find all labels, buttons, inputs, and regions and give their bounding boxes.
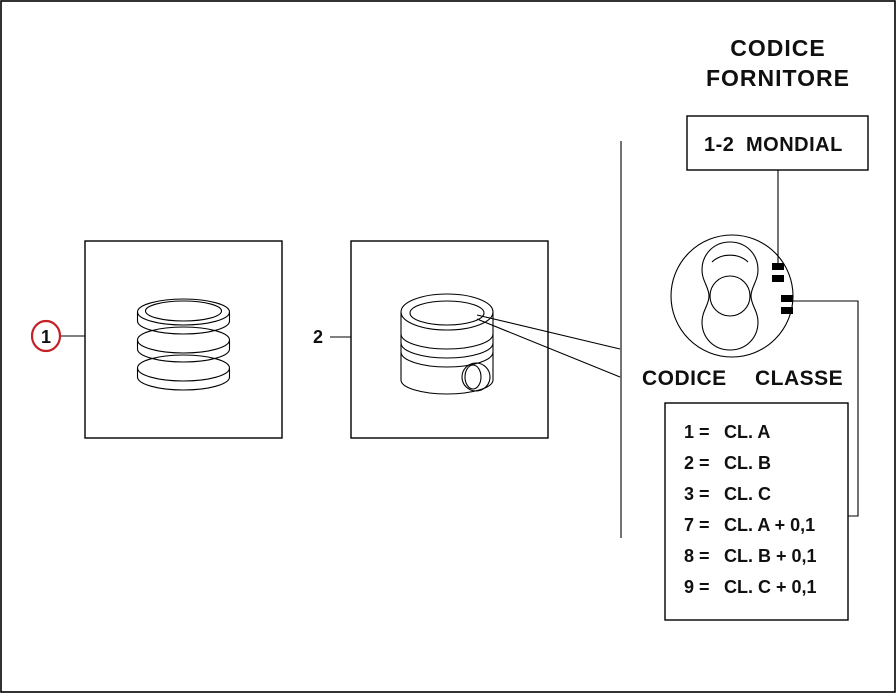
class-row-value: CL. B (724, 453, 771, 473)
piston-bottom (400, 379, 494, 395)
class-table-box (664, 402, 849, 621)
supplier-code-prefix: 1-2 (704, 134, 734, 156)
class-row-num: 9 = (684, 577, 710, 597)
class-row-value: CL. C + 0,1 (724, 577, 817, 597)
ring-3-band (136, 368, 231, 391)
leader-line-lower (476, 318, 621, 378)
callout-1: 1 (30, 319, 85, 353)
class-connector-line (793, 300, 859, 517)
supplier-mark-1 (772, 263, 784, 270)
callout-1-number: 1 (41, 327, 51, 347)
class-row-num: 7 = (684, 515, 710, 535)
ring-1-inner (144, 300, 223, 322)
supplier-code-name: MONDIAL (746, 134, 843, 156)
class-table-rows: 1 = CL. A 2 = CL. B 3 = CL. C 7 = CL. A … (684, 422, 817, 597)
class-row-num: 1 = (684, 422, 710, 442)
class-row-num: 2 = (684, 453, 710, 473)
class-section: CODICE CLASSE 1 = CL. A 2 = CL. B 3 = CL… (642, 367, 849, 621)
callout-1-circle (30, 319, 62, 353)
class-row-num: 3 = (684, 484, 710, 504)
ring-1-band (136, 312, 231, 335)
class-mark-2 (781, 307, 793, 314)
piston-drawing (400, 293, 494, 395)
class-mark-1 (781, 295, 793, 302)
piston-center-bore (709, 275, 751, 317)
piston-crown-inner (409, 300, 485, 326)
piston-rings-drawing (136, 298, 231, 391)
class-label-word1: CODICE (642, 367, 727, 390)
class-row-value: CL. A (724, 422, 770, 442)
piston-groove-2 (400, 342, 494, 359)
piston-crown-shape (701, 241, 759, 351)
callout-2-number: 2 (313, 327, 323, 347)
leader-line-upper (476, 314, 621, 350)
class-row-value: CL. A + 0,1 (724, 515, 815, 535)
supplier-title-line1: CODICE (730, 35, 825, 61)
code-marks (772, 263, 793, 314)
supplier-section: CODICE FORNITORE 1-2 MONDIAL (686, 35, 869, 264)
ring-2-band (136, 340, 231, 363)
piston-part-box (350, 240, 549, 439)
supplier-mark-2 (772, 275, 784, 282)
piston-groove-1 (400, 333, 494, 350)
class-label-word2: CLASSE (755, 367, 843, 390)
piston-groove-3 (400, 351, 494, 368)
class-row-num: 8 = (684, 546, 710, 566)
piston-leader-lines (476, 314, 621, 378)
class-row-value: CL. C (724, 484, 771, 504)
piston-crown-detail-arc (711, 254, 749, 263)
callout-2: 2 (313, 327, 351, 347)
piston-pin-hole-outer (461, 362, 491, 392)
class-row-value: CL. B + 0,1 (724, 546, 817, 566)
piston-pin-hole-inner (464, 364, 482, 390)
rings-part-box (84, 240, 283, 439)
supplier-title-line2: FORNITORE (706, 65, 850, 91)
